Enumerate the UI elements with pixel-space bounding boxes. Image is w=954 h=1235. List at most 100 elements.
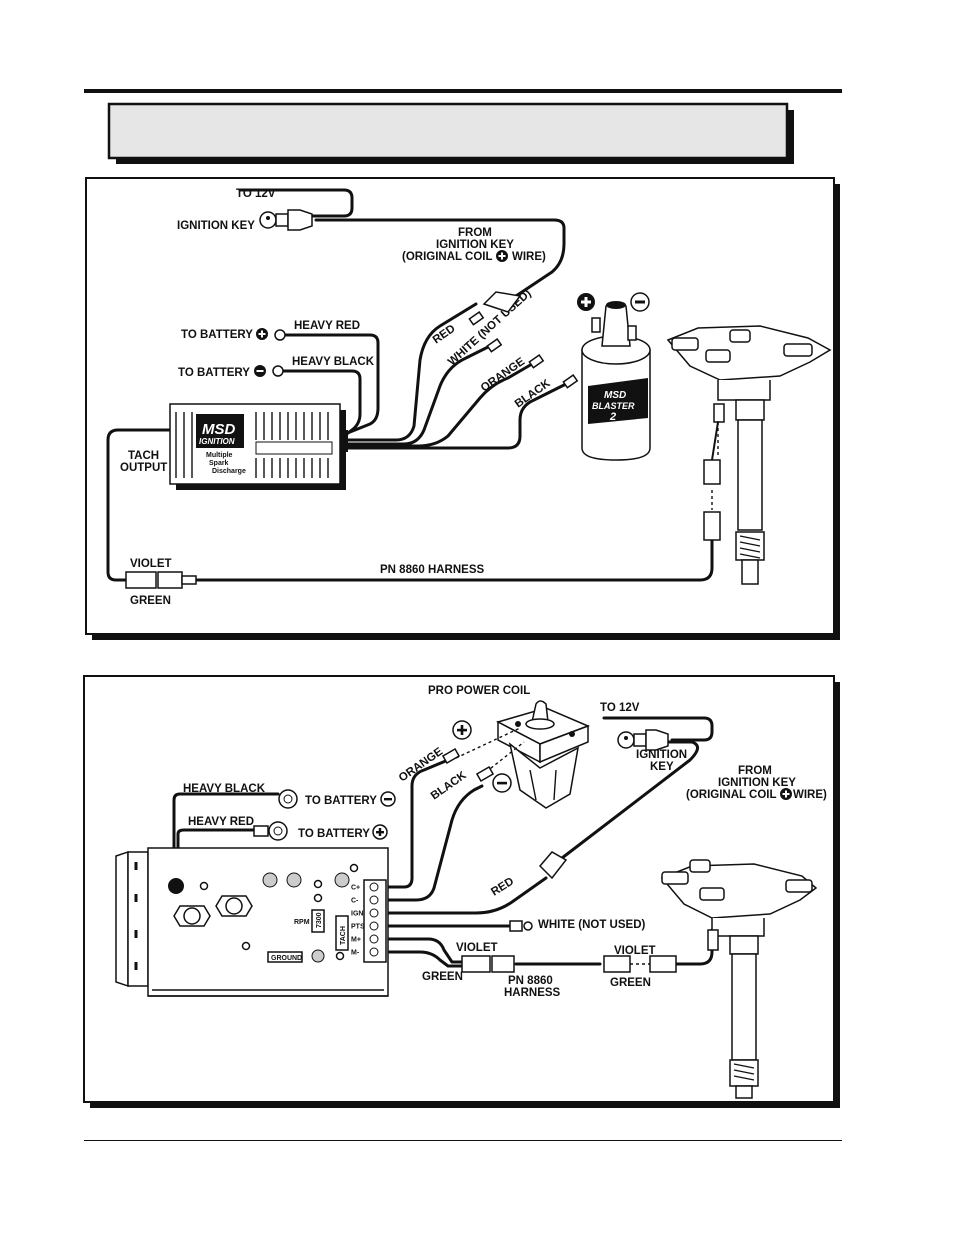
d2-key-label: KEY — [650, 761, 674, 773]
d1-pickup-connector — [703, 459, 721, 485]
d2-pro-power-coil-label: PRO POWER COIL — [428, 685, 530, 697]
d2-from-key-wire — [560, 740, 699, 860]
d1-heavy-red-label: HEAVY RED — [294, 320, 360, 332]
d2-terminal-screw — [369, 921, 379, 931]
d1-box-logo: MSD — [202, 421, 236, 438]
d2-ignition-key-label: IGNITION KEY — [718, 777, 796, 789]
d2-green-wire — [384, 950, 464, 968]
d1-blaster-coil: MSD BLASTER 2 — [581, 301, 651, 461]
d2-rpm-module-label: 7300 — [316, 912, 323, 928]
d2-terminal-label: C- — [351, 898, 359, 905]
d1-to-battery-neg-label: TO BATTERY — [178, 367, 250, 379]
d1-harness-end-connector — [703, 511, 721, 541]
d2-terminal-label: M- — [351, 950, 360, 957]
d2-green-label-2: GREEN — [610, 977, 651, 989]
d2-to-12v-wire — [602, 716, 714, 742]
d1-coil-logo-num: 2 — [609, 411, 616, 423]
bottom-rule — [84, 1140, 842, 1141]
d2-terminal-screw — [369, 895, 379, 905]
d2-to-12v-label: TO 12V — [600, 702, 640, 714]
d1-heavy-red-wire — [284, 333, 380, 434]
d1-tach-label: TACH — [128, 450, 159, 462]
d2-white-connector — [509, 920, 533, 932]
d2-terminal-label: M+ — [351, 937, 361, 944]
d1-violet-label: VIOLET — [130, 558, 172, 570]
d2-ignition-key-icon — [617, 729, 669, 751]
d1-coil-logo-sub: BLASTER — [592, 401, 635, 411]
d2-pro-power-coil — [496, 700, 591, 809]
d1-wire-label: WIRE) — [512, 251, 546, 263]
d1-violet-green-connector — [125, 571, 197, 589]
d2-battery-plus-icon — [372, 824, 388, 840]
d2-from-key-connector — [538, 851, 568, 880]
d2-green-label-1: GREEN — [422, 971, 463, 983]
d2-heavy-black-wire — [172, 792, 280, 886]
d2-battery-minus-icon — [380, 791, 396, 807]
d1-plus-icon — [496, 250, 508, 262]
d2-from-label: FROM — [738, 765, 772, 777]
d2-terminal-screw — [369, 934, 379, 944]
diagram-msd-6-blaster: TO 12V IGNITION KEY FROM IGNITION KEY (O… — [85, 177, 840, 640]
d2-red-wire — [384, 876, 548, 915]
d2-harness-label-2: HARNESS — [504, 987, 561, 999]
d1-to-12v-wire — [238, 188, 354, 218]
diagram-msd-7al-pro-power: PRO POWER COIL TO 12V IGNITION KEY FROM … — [83, 675, 840, 1108]
d1-distributor — [666, 325, 832, 585]
d1-white-wire — [342, 344, 492, 446]
d2-heavy-red-label: HEAVY RED — [188, 816, 254, 828]
d1-heavy-black-label: HEAVY BLACK — [292, 356, 375, 368]
d1-ring-terminal-black — [272, 365, 284, 377]
d1-coil-minus-icon — [630, 292, 650, 312]
d2-rpm-label: RPM — [294, 919, 310, 926]
d2-to-battery-pos-label: TO BATTERY — [298, 828, 370, 840]
d1-red-connector — [468, 311, 485, 326]
d2-terminal-label: PTS — [351, 924, 365, 931]
d2-black-connector — [475, 766, 495, 782]
d1-red-wire — [342, 302, 478, 442]
d2-coil-dashed-leads — [455, 727, 525, 773]
d2-pickup-wire — [674, 928, 714, 966]
d1-ring-terminal-red — [274, 329, 286, 341]
d2-ring-terminal-red — [253, 821, 288, 841]
top-rule — [84, 89, 842, 93]
d2-heavy-black-label: HEAVY BLACK — [183, 783, 266, 795]
d2-terminal-screw — [369, 908, 379, 918]
d2-wire-label: WIRE) — [793, 789, 827, 801]
d2-terminal-screw — [369, 947, 379, 957]
d2-coil-plus-icon — [452, 720, 472, 740]
d1-harness-wire — [194, 538, 714, 582]
d1-green-label: GREEN — [130, 595, 171, 607]
d1-orange-connector — [528, 354, 545, 369]
d1-box-text-1: Multiple — [206, 452, 233, 459]
d1-white-connector — [486, 338, 503, 353]
d2-ground-label: GROUND — [271, 955, 302, 962]
d1-battery-minus-icon — [254, 365, 266, 377]
d1-from-label: FROM — [458, 227, 492, 239]
d1-output-label: OUTPUT — [120, 462, 167, 474]
d1-orange-wire — [342, 362, 534, 448]
title-banner — [107, 102, 794, 164]
d2-coil-minus-icon — [492, 773, 512, 793]
d2-orange-wire — [384, 758, 450, 889]
d2-ignition-label: IGNITION — [636, 749, 687, 761]
d1-to-battery-pos-label: TO BATTERY — [181, 329, 253, 341]
d1-heavy-black-wire — [282, 369, 362, 438]
d1-msd-ignition-box: MSD IGNITION Multiple Spark Discharge — [169, 403, 348, 490]
d2-harness-connector-2 — [603, 955, 677, 973]
d2-heavy-red-wire — [176, 828, 256, 886]
d2-terminal-label: IGN — [351, 911, 363, 918]
d2-violet-label-1: VIOLET — [456, 942, 498, 954]
d2-harness-label-1: PN 8860 — [508, 975, 553, 987]
d2-plus-icon — [780, 788, 792, 800]
d2-harness-connector-1 — [461, 955, 515, 973]
d1-pickup-lead — [711, 421, 719, 461]
d2-original-coil-label: (ORIGINAL COIL — [686, 789, 777, 801]
d2-msd-7al-box: RPM 7300 TACH GROUND — [115, 847, 389, 997]
d1-box-logo-sub: IGNITION — [199, 437, 235, 446]
d2-terminal-label: C+ — [351, 885, 360, 892]
d1-ignition-key-label-2: IGNITION KEY — [436, 239, 514, 251]
d1-coil-logo: MSD — [604, 390, 626, 401]
d1-battery-plus-icon — [256, 328, 268, 340]
d2-to-battery-neg-label: TO BATTERY — [305, 795, 377, 807]
